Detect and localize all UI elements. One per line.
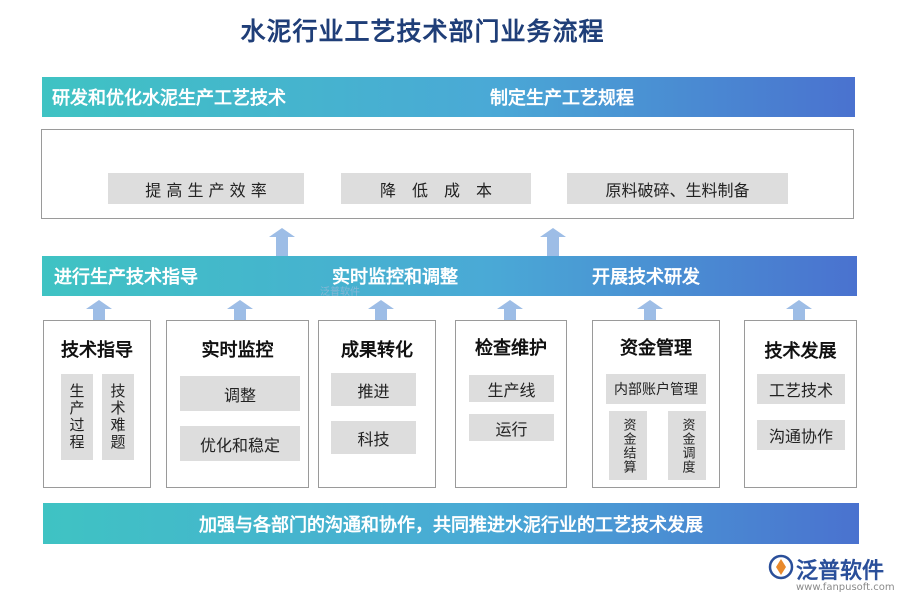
card-item: 内部账户管理 <box>606 374 706 404</box>
card-item: 资金调度 <box>668 411 706 480</box>
goal-cost: 降 低 成 本 <box>341 173 531 204</box>
logo-url: www.fanpusoft.com <box>796 582 895 593</box>
card-item: 推进 <box>331 373 416 406</box>
middle-band-right-label: 开展技术研发 <box>592 267 700 288</box>
card-title: 技术发展 <box>764 341 837 362</box>
up-arrow-icon <box>86 300 112 328</box>
middle-band-center-label: 实时监控和调整 <box>332 267 458 288</box>
logo-name: 泛普软件 <box>796 559 885 584</box>
up-arrow-icon <box>497 300 523 328</box>
page-title: 水泥行业工艺技术部门业务流程 <box>240 17 605 46</box>
bottom-band-label: 加强与各部门的沟通和协作，共同推进水泥行业的工艺技术发展 <box>199 514 703 536</box>
card-item: 技术难题 <box>102 374 134 460</box>
card-title: 检查维护 <box>475 338 547 359</box>
top-band-right-label: 制定生产工艺规程 <box>490 88 634 109</box>
card-item: 调整 <box>180 376 300 411</box>
card-item: 优化和稳定 <box>180 426 300 461</box>
card-item: 科技 <box>331 421 416 454</box>
up-arrow-icon <box>637 300 663 328</box>
top-band: 研发和优化水泥生产工艺技术 制定生产工艺规程 <box>42 77 855 117</box>
card-title: 实时监控 <box>201 340 274 361</box>
card-title: 资金管理 <box>620 338 692 359</box>
card-item: 生产过程 <box>61 374 93 460</box>
logo-icon <box>768 554 794 580</box>
top-band-left-label: 研发和优化水泥生产工艺技术 <box>52 88 286 109</box>
watermark: 泛普软件 <box>320 287 360 298</box>
card-item: 生产线 <box>469 375 554 402</box>
middle-band-left-label: 进行生产技术指导 <box>54 267 198 288</box>
goal-efficiency: 提 高 生 产 效 率 <box>108 173 304 204</box>
up-arrow-icon <box>368 300 394 328</box>
card-inspection-maintenance <box>455 320 567 488</box>
logo: 泛普软件 www.fanpusoft.com <box>768 552 895 598</box>
card-item: 资金结算 <box>609 411 647 480</box>
up-arrow-icon <box>540 228 566 256</box>
goal-raw-material: 原料破碎、生料制备 <box>567 173 788 204</box>
card-tech-development <box>744 320 857 488</box>
card-item: 沟通协作 <box>757 420 845 450</box>
up-arrow-icon <box>786 300 812 328</box>
card-item: 工艺技术 <box>757 374 845 404</box>
card-title: 技术指导 <box>61 340 133 361</box>
up-arrow-icon <box>269 228 295 256</box>
up-arrow-icon <box>227 300 253 328</box>
bottom-band: 加强与各部门的沟通和协作，共同推进水泥行业的工艺技术发展 <box>43 503 859 544</box>
middle-band: 进行生产技术指导 实时监控和调整 开展技术研发 <box>42 256 857 296</box>
card-item: 运行 <box>469 414 554 441</box>
card-title: 成果转化 <box>341 340 413 361</box>
